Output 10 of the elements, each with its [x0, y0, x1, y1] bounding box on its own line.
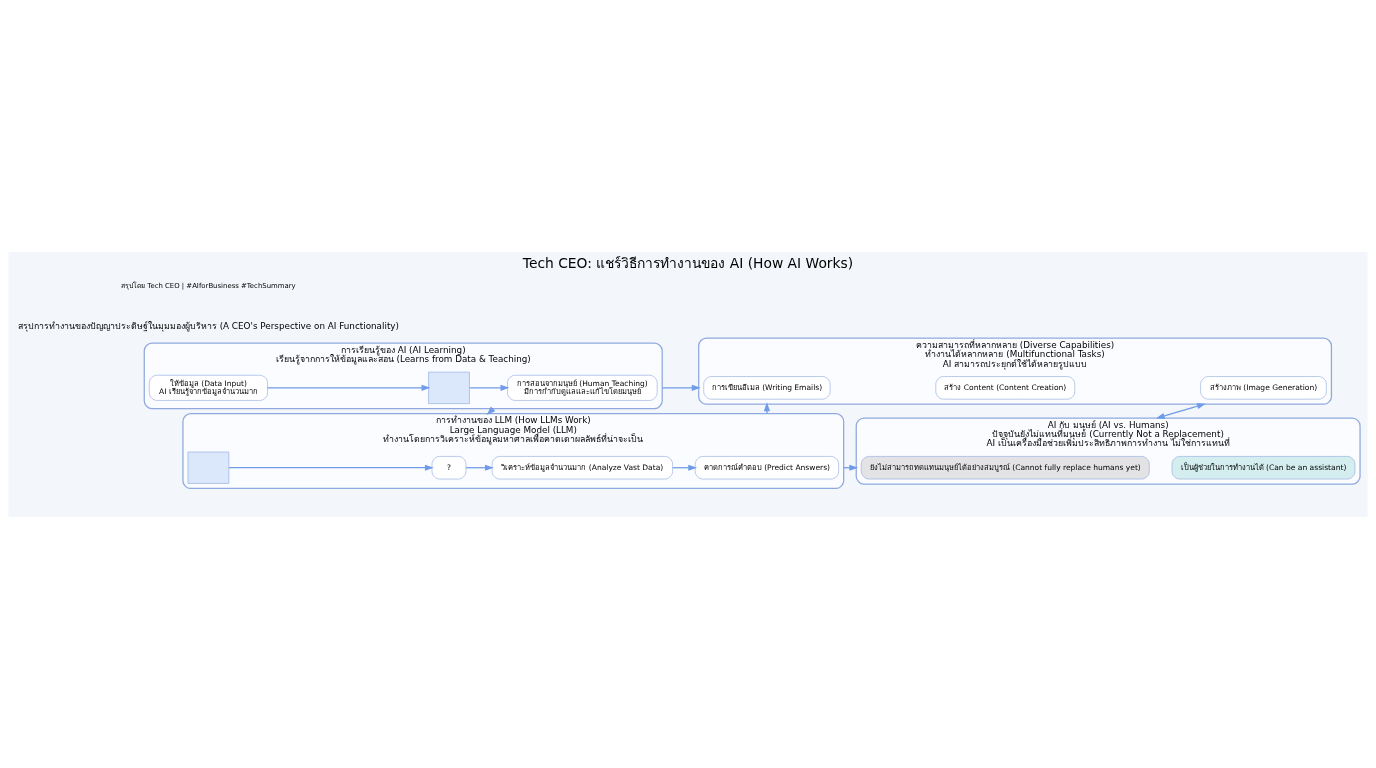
arrow [469, 384, 510, 391]
arrow [228, 464, 434, 471]
arrow [465, 464, 494, 471]
node-box [187, 451, 230, 484]
diagram-title: Tech CEO: แชร์วิธีการทำงานของ AI (How AI Works) [522, 254, 854, 271]
node-box [428, 371, 470, 404]
arrow [1155, 402, 1206, 419]
arrow [661, 384, 701, 391]
label: สรุปการทำงานของปัญญาประดิษฐ์ในมุมมองผู้บริหาร (A CEO's Perspective on AI Functionality) [17, 320, 399, 331]
arrow [266, 384, 431, 391]
